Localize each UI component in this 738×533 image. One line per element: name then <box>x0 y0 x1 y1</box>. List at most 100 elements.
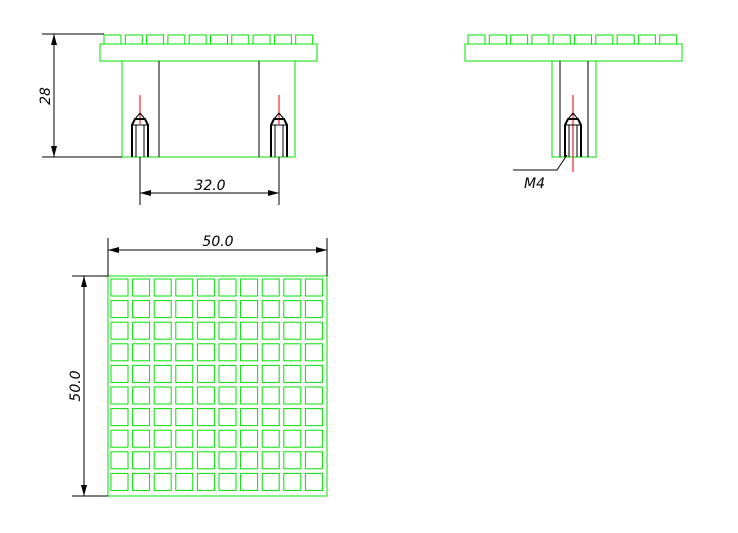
fin-cell <box>175 321 194 340</box>
fin-cell <box>132 321 151 340</box>
fin-cell <box>261 364 280 383</box>
fin-cell <box>240 321 259 340</box>
hole-outline <box>564 118 582 157</box>
fin-cell <box>132 278 151 297</box>
thread-callout: M4 <box>513 154 568 192</box>
fin-cell <box>110 321 129 340</box>
arrow-head <box>81 276 87 287</box>
fin-cell <box>240 472 259 491</box>
width-dimension: 50.0 <box>107 234 328 276</box>
fin-cell <box>240 278 259 297</box>
fin-cell <box>132 300 151 319</box>
fin-cell <box>218 386 237 405</box>
drill-tip <box>572 112 579 120</box>
fin-cell <box>304 386 323 405</box>
fin-cell <box>110 343 129 362</box>
drill-tip <box>273 112 280 120</box>
fin-cell <box>304 343 323 362</box>
fin-cell <box>218 472 237 491</box>
drill-tip <box>567 112 574 120</box>
arrow-head <box>268 190 279 196</box>
fin-cell <box>218 429 237 448</box>
fin-cell <box>304 408 323 427</box>
fin-cell <box>218 451 237 470</box>
fin-cell <box>110 278 129 297</box>
height-dimension-label: 28 <box>38 87 54 105</box>
fin-cell <box>218 321 237 340</box>
fin-cell <box>304 278 323 297</box>
top-view-fin-grid <box>110 278 323 491</box>
arrow-head <box>51 146 57 157</box>
fin-cell <box>132 343 151 362</box>
fin-cell <box>153 278 172 297</box>
fin-cell <box>153 429 172 448</box>
fin-cell <box>261 386 280 405</box>
fin-cell <box>153 343 172 362</box>
fin-cell <box>240 364 259 383</box>
fin-cell <box>261 451 280 470</box>
arrow-head <box>316 247 327 253</box>
fin-cell <box>240 300 259 319</box>
drill-tip <box>278 112 285 120</box>
fin-cell <box>175 343 194 362</box>
hole-spacing-dimension: 32.0 <box>139 157 280 205</box>
fin-cell <box>283 429 302 448</box>
fin-cell <box>240 408 259 427</box>
top-view-outline <box>107 275 328 497</box>
fin-cell <box>304 300 323 319</box>
fin-cell <box>304 429 323 448</box>
side-view-stand-body <box>551 60 597 158</box>
side-view-threaded-hole <box>564 95 582 172</box>
front-view-threaded-hole-left <box>131 95 149 157</box>
fin-cell <box>283 343 302 362</box>
top-view: 50.0 50.0 <box>68 234 328 497</box>
fin-cell <box>283 472 302 491</box>
fin-cell <box>153 386 172 405</box>
fin-cell <box>283 408 302 427</box>
fin-cell <box>153 472 172 491</box>
arrow-head <box>140 190 151 196</box>
front-view: 28 32.0 <box>38 33 318 205</box>
fin-cell <box>283 386 302 405</box>
fin-cell <box>218 300 237 319</box>
fin-cell <box>283 300 302 319</box>
fin-cell <box>304 364 323 383</box>
fin-cell <box>283 321 302 340</box>
fin-cell <box>196 451 215 470</box>
fin-cell <box>196 321 215 340</box>
fin-cell <box>196 386 215 405</box>
fin-cell <box>153 300 172 319</box>
fin-cell <box>110 386 129 405</box>
fin-cell <box>175 386 194 405</box>
fin-cell <box>283 451 302 470</box>
fin-cell <box>196 429 215 448</box>
fin-cell <box>283 278 302 297</box>
fin-cell <box>218 408 237 427</box>
fin-cell <box>132 451 151 470</box>
height-dimension: 28 <box>38 33 122 158</box>
fin-cell <box>261 472 280 491</box>
fin-cell <box>132 364 151 383</box>
fin-cell <box>261 300 280 319</box>
fin-cell <box>110 451 129 470</box>
fin-cell <box>196 472 215 491</box>
fin-cell <box>196 408 215 427</box>
fin-cell <box>175 408 194 427</box>
fin-cell <box>153 408 172 427</box>
fin-cell <box>240 451 259 470</box>
fin-cell <box>261 408 280 427</box>
width-dimension-label: 50.0 <box>202 234 233 250</box>
fin-cell <box>196 278 215 297</box>
top-height-dimension-label: 50.0 <box>68 370 84 401</box>
fin-cell <box>153 364 172 383</box>
fin-cell <box>218 364 237 383</box>
hole-spacing-label: 32.0 <box>194 178 225 194</box>
arrow-head <box>51 34 57 45</box>
fin-cell <box>261 278 280 297</box>
fin-cell <box>304 451 323 470</box>
fin-cell <box>196 300 215 319</box>
leader-line <box>513 154 568 171</box>
hole-outline <box>131 118 149 157</box>
